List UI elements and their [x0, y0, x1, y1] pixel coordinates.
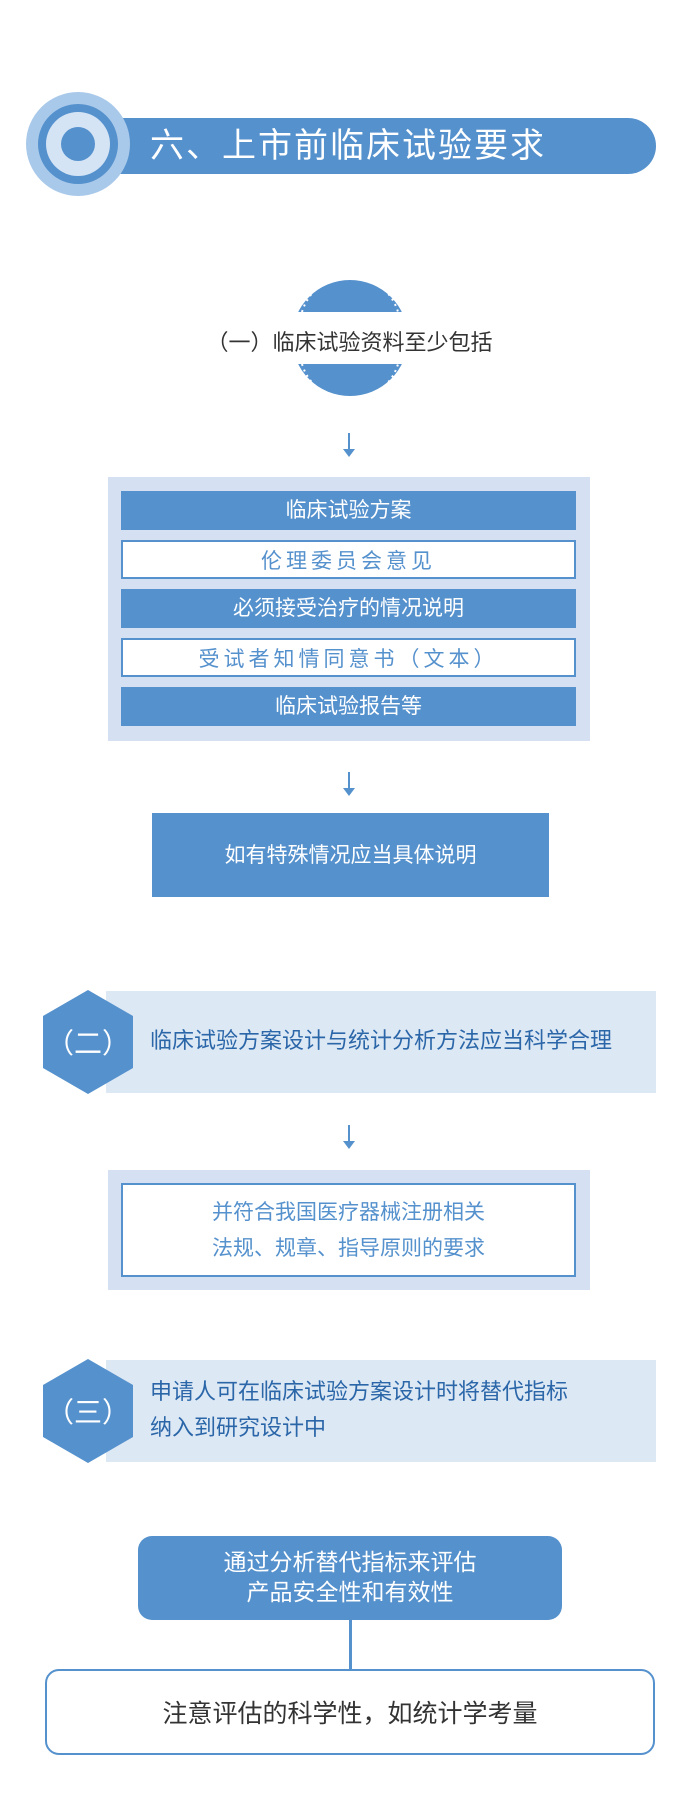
surrogate-line-2: 产品安全性和有效性: [246, 1580, 454, 1606]
down-arrow-icon: [343, 1125, 355, 1149]
item-informed-consent-form: 受试者知情同意书（文本）: [121, 638, 576, 677]
page-title: 六、上市前临床试验要求: [150, 126, 546, 166]
section3-text: 申请人可在临床试验方案设计时将替代指标 纳入到研究设计中: [150, 1375, 568, 1447]
item-ethics-committee-opinion: 伦理委员会意见: [121, 540, 576, 579]
down-arrow-icon: [343, 772, 355, 796]
section3-text-line-2: 纳入到研究设计中: [150, 1416, 327, 1441]
header-bar: [100, 118, 656, 174]
item-clinical-trial-protocol: 临床试验方案: [121, 491, 576, 530]
regulation-line-2: 法规、规章、指导原则的要求: [212, 1236, 485, 1260]
down-arrow-icon: [343, 433, 355, 457]
connector-line: [349, 1620, 352, 1672]
scientific-evaluation-note: 注意评估的科学性，如统计学考量: [45, 1669, 655, 1755]
item-clinical-trial-report: 临床试验报告等: [121, 687, 576, 726]
target-center-dot: [61, 127, 95, 161]
section1-circle-badge: [280, 275, 420, 401]
regulation-line-1: 并符合我国医疗器械注册相关: [212, 1200, 485, 1224]
regulation-box: 并符合我国医疗器械注册相关 法规、规章、指导原则的要求: [121, 1183, 576, 1277]
section3-band: [106, 1360, 656, 1462]
section1-label: （一）临床试验资料至少包括: [206, 331, 493, 356]
section3-text-line-1: 申请人可在临床试验方案设计时将替代指标: [150, 1380, 569, 1405]
section2-text: 临床试验方案设计与统计分析方法应当科学合理: [150, 1029, 613, 1054]
item-mandatory-treatment-explanation: 必须接受治疗的情况说明: [121, 589, 576, 628]
special-case-note: 如有特殊情况应当具体说明: [152, 813, 549, 897]
section3-hex-badge: （三）: [43, 1359, 133, 1463]
surrogate-line-1: 通过分析替代指标来评估: [223, 1550, 477, 1576]
section2-band: [106, 991, 656, 1093]
surrogate-endpoint-box: 通过分析替代指标来评估 产品安全性和有效性: [138, 1536, 562, 1620]
